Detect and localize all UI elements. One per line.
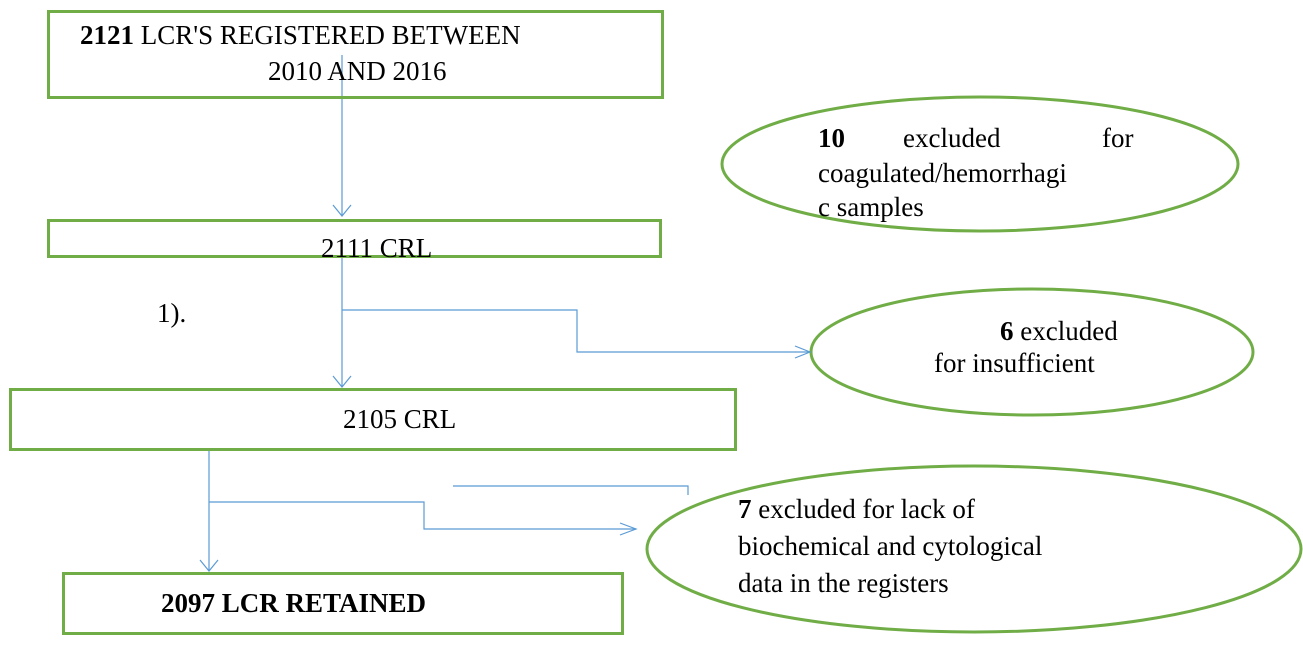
node-2105-label: 2105 CRL <box>343 404 457 434</box>
excl-lack-line3: data in the registers <box>738 568 949 598</box>
registered-label-line2: 2010 AND 2016 <box>268 56 447 86</box>
excl-coagulated-line3: c samples <box>818 192 924 222</box>
excl-insufficient-text: excluded <box>1020 316 1118 346</box>
node-2111-label: 2111 CRL <box>321 233 433 263</box>
connector-2105-to-excluded-lack <box>209 501 636 530</box>
stray-connector-fragment <box>453 485 689 495</box>
arrowhead-right-icon <box>619 522 638 536</box>
ellipse-excluded-lack-of-data <box>645 464 1303 634</box>
node-2105-crl <box>9 388 737 451</box>
excl-coagulated-word1: excluded <box>903 123 1001 153</box>
excl-lack-line2: biochemical and cytological <box>738 531 1043 561</box>
excl-insufficient-line2: for insufficient <box>934 348 1095 378</box>
arrowhead-down-icon <box>332 375 352 388</box>
node-2111-crl <box>47 219 662 258</box>
arrowhead-right-icon <box>794 345 812 359</box>
node-retained <box>62 572 624 635</box>
arrowhead-down-icon <box>199 559 219 572</box>
node-registered <box>47 10 664 99</box>
excl-coagulated-word2: for <box>1102 123 1134 153</box>
excl-coagulated-line2: coagulated/hemorrhagi <box>818 158 1067 188</box>
registered-count: 2121 <box>80 20 134 50</box>
connector-2111-to-excluded-insufficient <box>342 309 810 353</box>
excl-lack-line1: 7 excluded for lack of <box>738 494 975 525</box>
registered-text: LCR'S REGISTERED BETWEEN <box>140 20 521 50</box>
stray-label: 1). <box>157 298 187 328</box>
arrowhead-down-icon <box>332 204 352 217</box>
node-retained-label: 2097 LCR RETAINED <box>161 588 427 618</box>
excl-lack-count: 7 <box>738 494 752 524</box>
excl-insufficient-count: 6 <box>1000 316 1014 346</box>
excl-lack-text: excluded for lack of <box>758 494 975 524</box>
excl-coagulated-line1: 10 <box>818 123 845 154</box>
ellipse-excluded-coagulated <box>720 95 1240 233</box>
registered-label-line1: 2121 LCR'S REGISTERED BETWEEN <box>80 20 521 51</box>
excl-coagulated-count: 10 <box>818 123 845 153</box>
excl-insufficient-line1: 6 excluded <box>1000 316 1118 347</box>
